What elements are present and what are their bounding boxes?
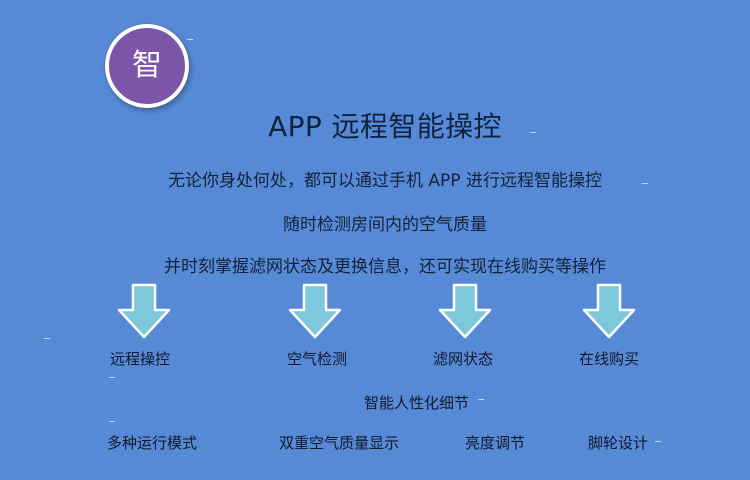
down-arrow-icon-svg: [288, 283, 342, 339]
decorative-mark: [642, 183, 648, 184]
smart-badge: 智: [105, 24, 189, 108]
feature-air-detection: 空气检测: [287, 350, 348, 368]
decorative-mark: [44, 338, 50, 339]
down-arrow-icon-svg: [438, 283, 492, 339]
decorative-mark: [530, 132, 536, 133]
down-arrow-icon-svg: [582, 283, 636, 339]
description-line-3: 并时刻掌握滤网状态及更换信息，还可实现在线购买等操作: [164, 257, 606, 277]
page-title: APP 远程智能操控: [268, 110, 502, 143]
decorative-mark: [109, 377, 115, 378]
section-subtitle: 智能人性化细节: [364, 394, 470, 412]
down-arrow-icon: [436, 282, 494, 340]
decorative-mark: [187, 39, 193, 40]
decorative-mark: [655, 441, 661, 442]
detail-run-modes: 多种运行模式: [107, 434, 198, 452]
detail-caster-design: 脚轮设计: [588, 434, 649, 452]
down-arrow-icon: [115, 282, 173, 340]
detail-dual-air-display: 双重空气质量显示: [279, 434, 400, 452]
down-arrow-icon-svg: [117, 283, 171, 339]
badge-text: 智: [132, 48, 162, 83]
description-line-1: 无论你身处何处，都可以通过手机 APP 进行远程智能操控: [168, 171, 602, 191]
down-arrow-icon: [580, 282, 638, 340]
description-line-2: 随时检测房间内的空气质量: [283, 215, 487, 235]
feature-remote-control: 远程操控: [110, 350, 171, 368]
decorative-mark: [109, 421, 115, 422]
detail-brightness: 亮度调节: [465, 434, 526, 452]
feature-filter-status: 滤网状态: [433, 350, 494, 368]
down-arrow-icon: [286, 282, 344, 340]
feature-online-purchase: 在线购买: [579, 350, 640, 368]
decorative-mark: [478, 399, 484, 400]
